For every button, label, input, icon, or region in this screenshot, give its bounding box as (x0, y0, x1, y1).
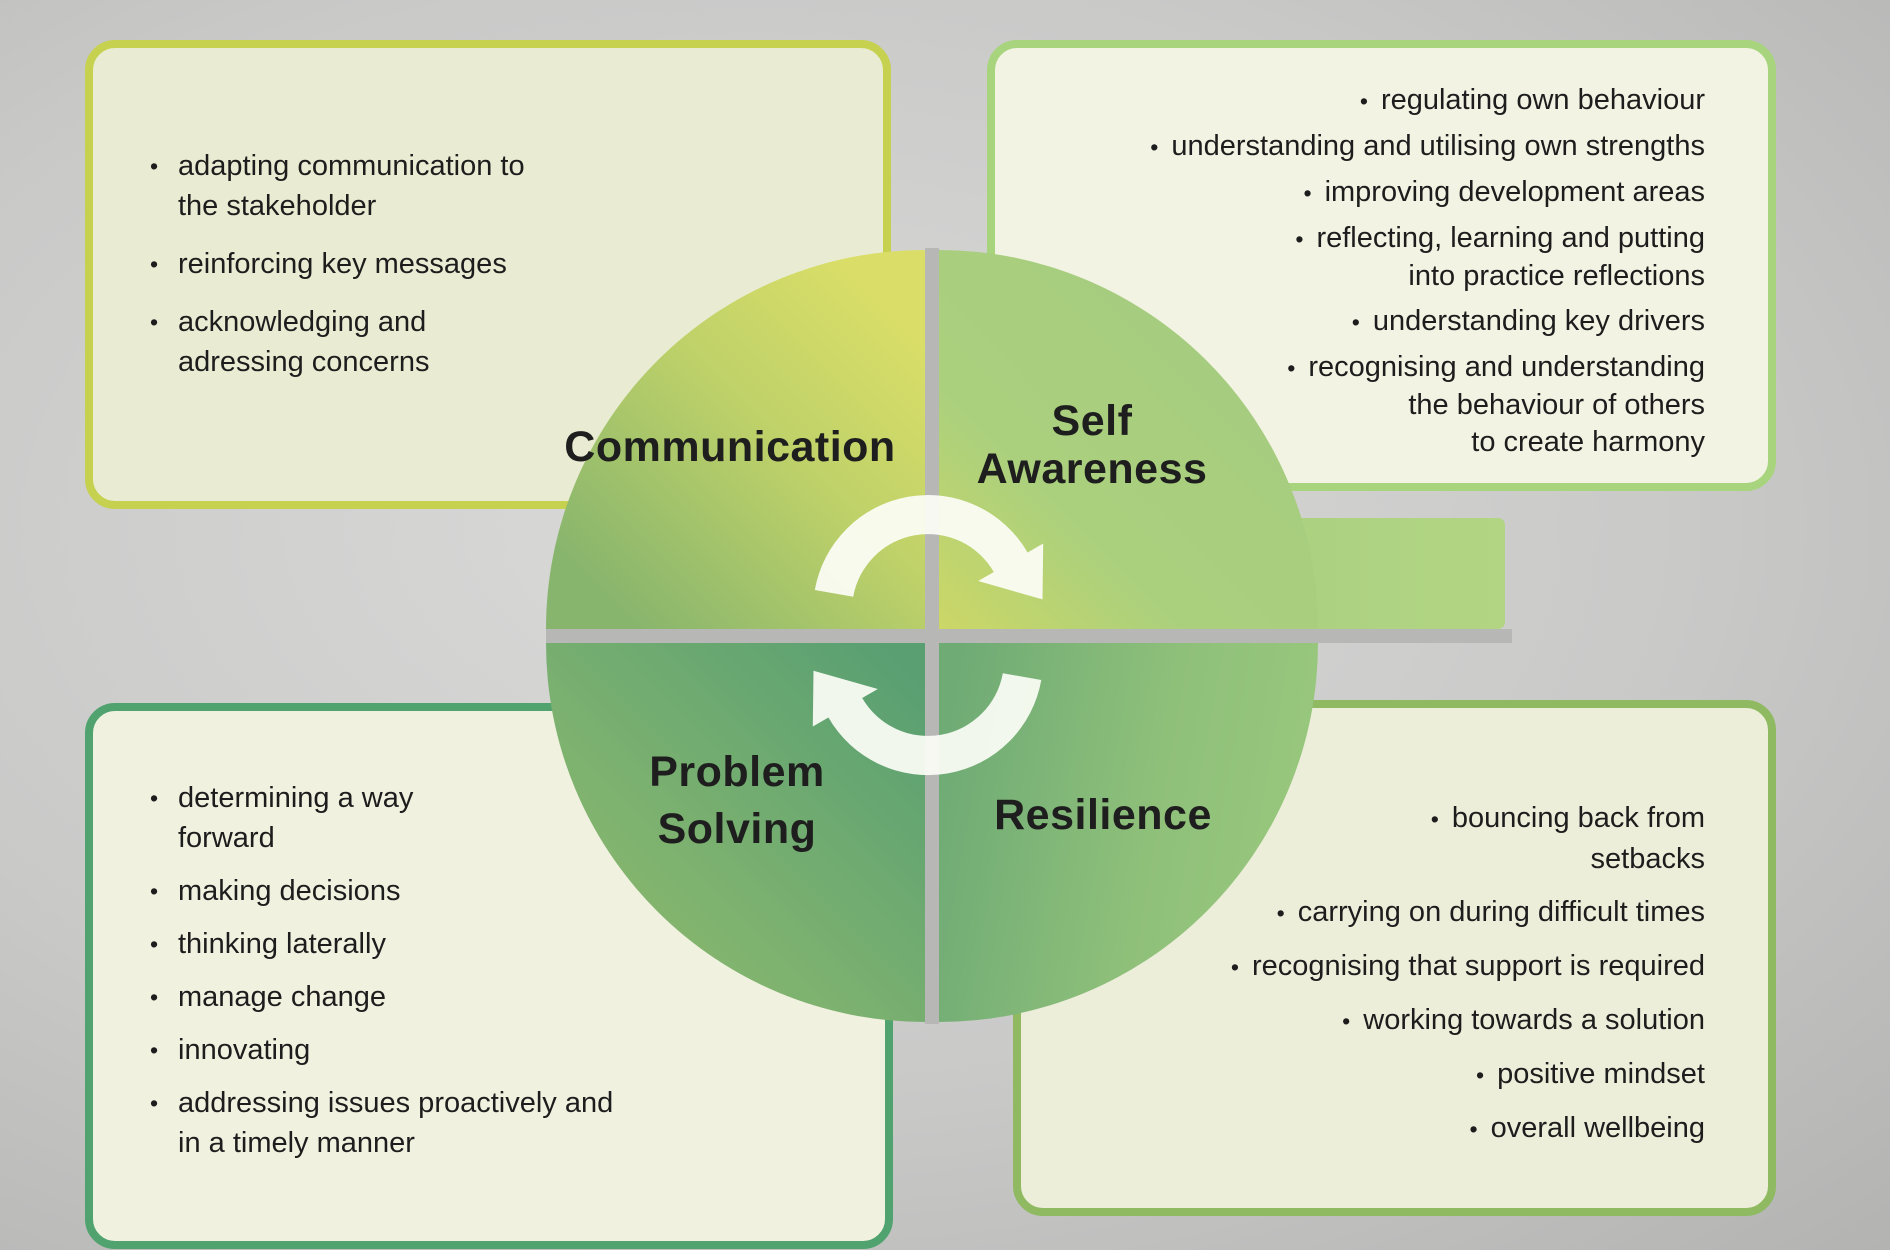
bullet-item: • positive mindset (1055, 1054, 1705, 1095)
bullet-item: • recognising that support is required (1055, 946, 1705, 987)
bullet-text: improving development areas (1324, 176, 1705, 208)
bullet-dot: • (1342, 1008, 1351, 1034)
bullet-text: working towards a solution (1363, 1004, 1705, 1036)
quadrant-divider-vertical (925, 248, 939, 1024)
bullet-text: overall wellbeing (1490, 1112, 1705, 1144)
bullet-item: • overall wellbeing (1055, 1108, 1705, 1149)
bullet-text: reinforcing key messages (178, 248, 507, 280)
bullet-text: understanding and utilising own strength… (1171, 130, 1705, 162)
bullet-item: • determining a way forward (150, 778, 740, 858)
bullet-dot: • (150, 878, 159, 904)
resilience-points-list: • bouncing back from setbacks • carrying on… (1055, 798, 1705, 1162)
bullet-text: reflecting, learning and putting into pr… (1316, 222, 1705, 292)
bullet-dot: • (150, 1037, 159, 1063)
bullet-text: recognising and understanding the behavi… (1308, 351, 1705, 458)
bullet-item: • thinking laterally (150, 924, 740, 964)
self-awareness-points-list: • regulating own behaviour • understanding … (1005, 82, 1705, 469)
bullet-text: manage change (178, 981, 386, 1013)
bullet-dot: • (1287, 355, 1296, 381)
bullet-item: • regulating own behaviour (1005, 82, 1705, 120)
bullet-dot: • (150, 785, 159, 811)
bullet-item: • adapting communication to the stakehold… (150, 146, 620, 226)
bullet-text: recognising that support is required (1252, 950, 1705, 982)
bullet-text: adapting communication to the stakeholde… (178, 150, 525, 222)
bullet-text: determining a way forward (178, 782, 414, 854)
bullet-item: • addressing issues proactively and in a … (150, 1083, 740, 1163)
bullet-text: carrying on during difficult times (1297, 896, 1705, 928)
bullet-text: regulating own behaviour (1380, 84, 1705, 116)
bullet-dot: • (1359, 88, 1368, 114)
bullet-dot: • (150, 251, 159, 277)
bullet-dot: • (150, 1090, 159, 1116)
communication-points-list: • adapting communication to the stakehold… (150, 146, 620, 400)
communication-points-box (85, 40, 891, 509)
quadrant-label-resilience: Resilience (994, 791, 1212, 839)
bullet-dot: • (150, 309, 159, 335)
problem-solving-points-list: • determining a way forward • making decisi… (150, 778, 740, 1176)
bullet-item: • carrying on during difficult times (1055, 892, 1705, 933)
bullet-item: • understanding and utilising own strengt… (1005, 128, 1705, 166)
bullet-dot: • (1475, 1062, 1485, 1088)
bullet-dot: • (1351, 309, 1360, 335)
bullet-dot: • (150, 153, 159, 179)
bullet-item: • recognising and understanding the behav… (1005, 349, 1705, 461)
bullet-text: bouncing back from setbacks (1451, 802, 1705, 875)
bullet-text: understanding key drivers (1372, 305, 1705, 337)
bullet-dot: • (1276, 900, 1285, 926)
bullet-text: thinking laterally (178, 928, 386, 960)
bullet-text: making decisions (178, 875, 401, 907)
bullet-item: • bouncing back from setbacks (1055, 798, 1705, 879)
bullet-item: • understanding key drivers (1005, 303, 1705, 341)
bullet-item: • reflecting, learning and putting into p… (1005, 220, 1705, 295)
bullet-dot: • (150, 984, 159, 1010)
bullet-item: • improving development areas (1005, 174, 1705, 212)
bullet-item: • innovating (150, 1030, 740, 1070)
quadrant-label-communication: Communication (564, 423, 896, 471)
bullet-dot: • (1150, 134, 1159, 160)
bullet-dot: • (1469, 1116, 1478, 1142)
bullet-dot: • (1230, 954, 1240, 980)
bullet-text: acknowledging and adressing concerns (178, 306, 430, 378)
bullet-text: positive mindset (1497, 1058, 1705, 1090)
bullet-item: • manage change (150, 977, 740, 1017)
bullet-item: • making decisions (150, 871, 740, 911)
bullet-item: • acknowledging and adressing concerns (150, 302, 620, 382)
bullet-item: • working towards a solution (1055, 1000, 1705, 1041)
quadrant-divider-horizontal (546, 629, 1512, 643)
quadrant-label-problem-solving: Problem Solving (649, 748, 825, 853)
quadrant-label-self-awareness: Self Awareness (976, 397, 1208, 493)
bullet-dot: • (1303, 180, 1312, 206)
bullet-dot: • (1430, 806, 1439, 832)
bullet-dot: • (150, 931, 159, 957)
bullet-text: innovating (178, 1034, 311, 1066)
bullet-dot: • (1295, 226, 1304, 252)
bullet-item: • reinforcing key messages (150, 244, 620, 284)
bullet-text: addressing issues proactively and in a t… (178, 1087, 614, 1159)
